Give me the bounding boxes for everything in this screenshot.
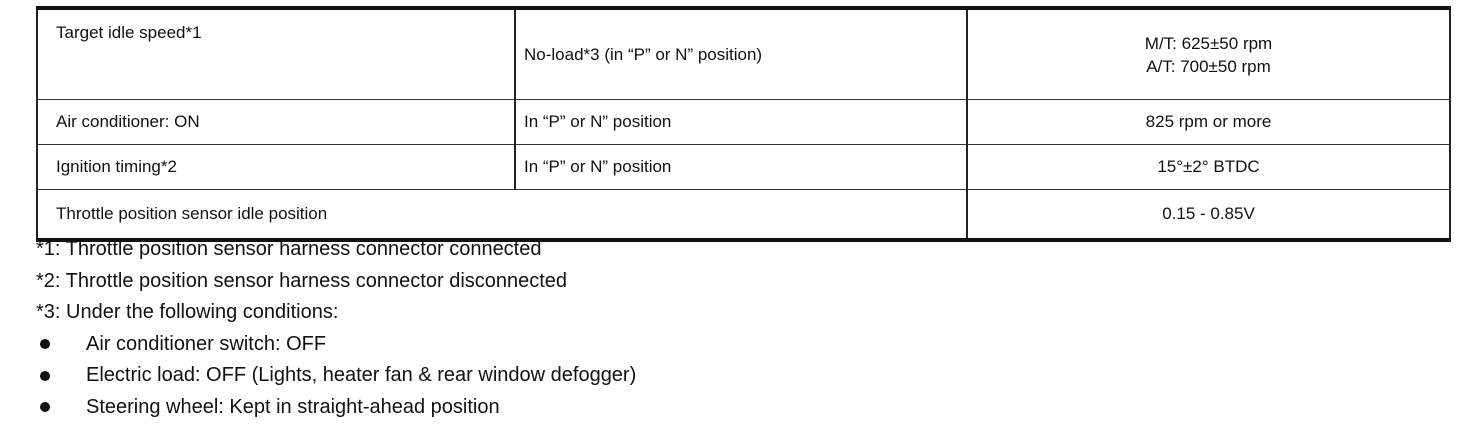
condition-cell: In “P” or N” position [514, 99, 968, 145]
item-cell: Target idle speed*1 [36, 6, 516, 100]
idle-speed-spec-table: Target idle speed*1 No-load*3 (in “P” or… [36, 6, 1451, 242]
item-cell: Air conditioner: ON [36, 99, 516, 145]
item-cell: Throttle position sensor idle position [36, 189, 968, 242]
condition-text: Steering wheel: Kept in straight-ahead p… [86, 395, 500, 418]
list-item: Air conditioner switch: OFF [36, 329, 636, 361]
footnotes: *1: Throttle position sensor harness con… [36, 234, 636, 423]
table-row: Ignition timing*2 In “P” or N” position … [36, 144, 1451, 190]
condition-text: Air conditioner switch: OFF [86, 332, 327, 355]
footnote-3: *3: Under the following conditions: [36, 301, 339, 323]
bullet-icon [40, 402, 50, 413]
bullet-icon [40, 370, 50, 381]
table-row: Throttle position sensor idle position 0… [36, 189, 1451, 242]
condition-cell: No-load*3 (in “P” or N” position) [514, 6, 968, 100]
list-item: Electric load: OFF (Lights, heater fan &… [36, 360, 636, 392]
footnote-1: *1: Throttle position sensor harness con… [36, 238, 542, 260]
table-row: Target idle speed*1 No-load*3 (in “P” or… [36, 6, 1451, 100]
value-cell: 825 rpm or more [966, 99, 1451, 145]
table-row: Air conditioner: ON In “P” or N” positio… [36, 99, 1451, 145]
condition-cell: In “P” or N” position [514, 144, 968, 190]
value-cell: 15°±2° BTDC [966, 144, 1451, 190]
bullet-icon [40, 339, 50, 350]
condition-text: Electric load: OFF (Lights, heater fan &… [86, 364, 637, 386]
value-line-mt: M/T: 625±50 rpm [1144, 33, 1273, 53]
value-line-at: A/T: 700±50 rpm [1146, 56, 1271, 76]
item-cell: Ignition timing*2 [36, 144, 516, 190]
list-item: Steering wheel: Kept in straight-ahead p… [36, 392, 636, 424]
footnote-2: *2: Throttle position sensor harness con… [36, 269, 568, 292]
value-cell: 0.15 - 0.85V [966, 189, 1451, 242]
value-cell: M/T: 625±50 rpm A/T: 700±50 rpm [966, 6, 1451, 100]
